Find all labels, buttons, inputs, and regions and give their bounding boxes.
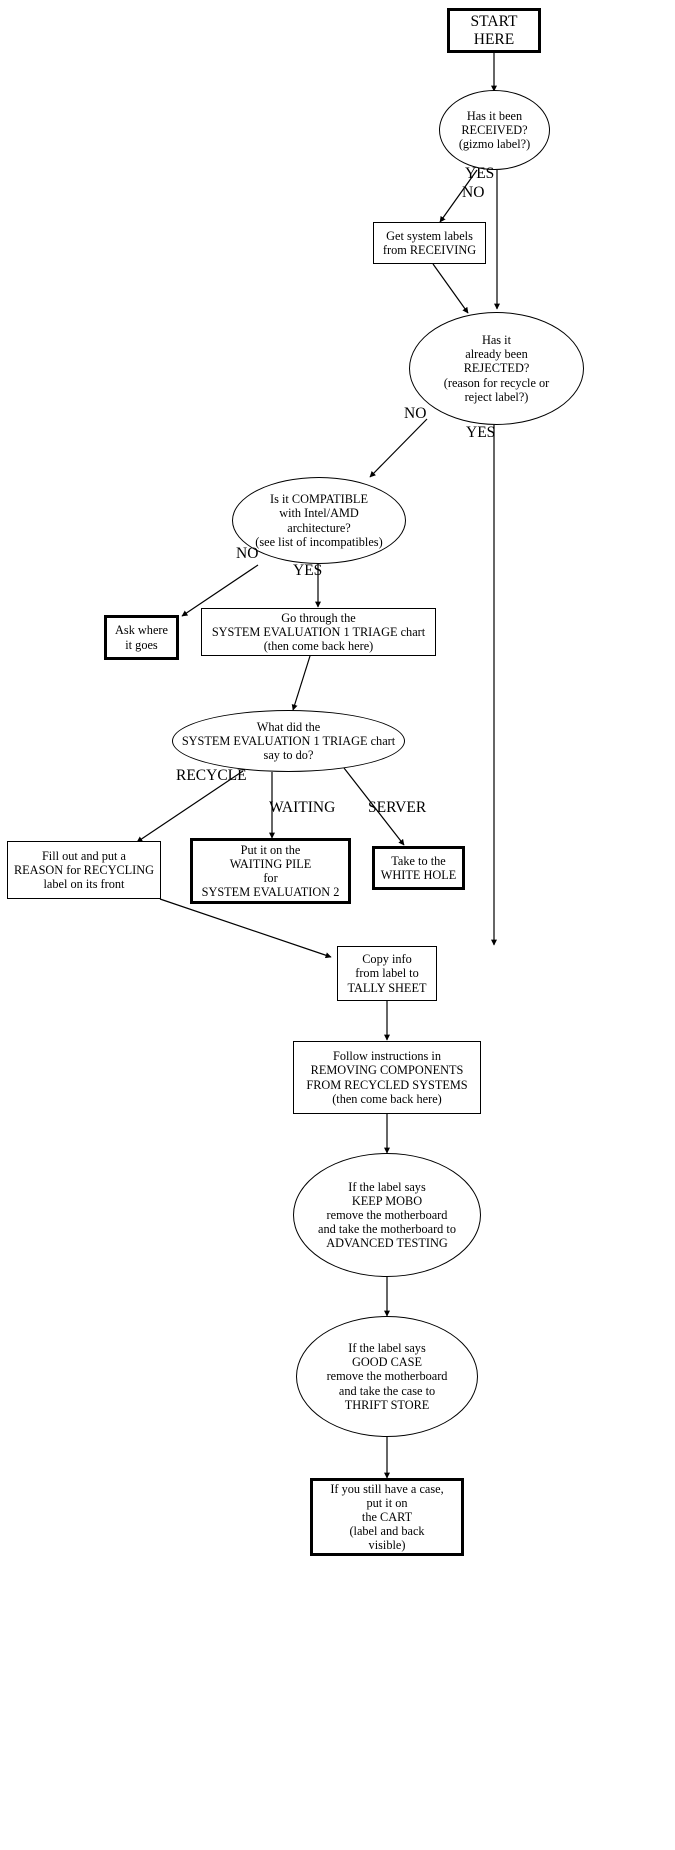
edge-label-triage-server-text: SERVER (368, 799, 427, 816)
edge-label-received-yes: YES (465, 165, 494, 183)
edge-label-triage-recycle: RECYCLE (176, 767, 247, 785)
edge-fillreason-to-copyinfo (159, 898, 332, 959)
edge-label-triage-waiting-text: WAITING (269, 799, 336, 816)
node-what-did-triage-say[interactable]: What did the SYSTEM EVALUATION 1 TRIAGE … (172, 710, 405, 772)
node-keep-mobo[interactable]: If the label says KEEP MOBO remove the m… (293, 1153, 481, 1277)
node-is-it-compatible[interactable]: Is it COMPATIBLE with Intel/AMD architec… (232, 477, 406, 564)
node-fill-out-reason-label-text: Fill out and put a REASON for RECYCLING … (13, 848, 155, 891)
edge-label-triage-server: SERVER (368, 799, 426, 817)
node-copy-info-tally-sheet[interactable]: Copy info from label to TALLY SHEET (337, 946, 437, 1001)
node-waiting-pile[interactable]: Put it on the WAITING PILE for SYSTEM EV… (190, 838, 351, 904)
node-follow-removing-components-label: Follow instructions in REMOVING COMPONEN… (306, 1049, 468, 1106)
node-go-through-triage-label: Go through the SYSTEM EVALUATION 1 TRIAG… (211, 610, 426, 653)
node-has-it-been-received-label: Has it been RECEIVED? (gizmo label?) (458, 108, 531, 151)
node-has-it-been-received[interactable]: Has it been RECEIVED? (gizmo label?) (439, 90, 550, 170)
edge-label-rejected-no: NO (404, 405, 426, 423)
edge-rejected-no (369, 418, 428, 478)
node-cart[interactable]: If you still have a case, put it on the … (310, 1478, 464, 1556)
edge-label-triage-recycle-text: RECYCLE (176, 767, 247, 784)
edge-label-compatible-yes: YES (293, 562, 322, 580)
node-good-case-label: If the label says GOOD CASE remove the m… (326, 1341, 448, 1412)
node-copy-info-tally-sheet-label: Copy info from label to TALLY SHEET (347, 952, 427, 995)
node-start-here-label: START HERE (470, 12, 518, 48)
node-white-hole-label: Take to the WHITE HOLE (380, 853, 457, 882)
node-follow-removing-components[interactable]: Follow instructions in REMOVING COMPONEN… (293, 1041, 481, 1114)
edge-label-rejected-no-text: NO (404, 405, 427, 422)
node-good-case[interactable]: If the label says GOOD CASE remove the m… (296, 1316, 478, 1437)
edge-label-received-no: NO (462, 184, 484, 202)
node-get-system-labels-label: Get system labels from RECEIVING (382, 228, 477, 257)
node-what-did-triage-say-label: What did the SYSTEM EVALUATION 1 TRIAGE … (181, 719, 396, 762)
edge-getlabels-to-rejected (432, 263, 469, 314)
node-cart-label: If you still have a case, put it on the … (330, 1481, 444, 1553)
edge-label-compatible-no-text: NO (236, 545, 259, 562)
node-waiting-pile-label: Put it on the WAITING PILE for SYSTEM EV… (201, 842, 340, 900)
edge-gotriage-to-whatsaid (291, 655, 311, 711)
edge-label-rejected-yes-text: YES (466, 424, 496, 441)
node-start-here[interactable]: START HERE (447, 8, 541, 53)
node-get-system-labels[interactable]: Get system labels from RECEIVING (373, 222, 486, 264)
node-ask-where-it-goes-label: Ask where it goes (115, 623, 168, 652)
node-keep-mobo-label: If the label says KEEP MOBO remove the m… (318, 1179, 456, 1251)
edge-label-received-yes-text: YES (465, 165, 495, 182)
node-has-it-been-rejected[interactable]: Has it already been REJECTED? (reason fo… (409, 312, 584, 425)
node-ask-where-it-goes[interactable]: Ask where it goes (104, 615, 179, 660)
node-fill-out-reason-label[interactable]: Fill out and put a REASON for RECYCLING … (7, 841, 161, 899)
node-has-it-been-rejected-label: Has it already been REJECTED? (reason fo… (443, 333, 550, 404)
edge-label-rejected-yes: YES (466, 424, 495, 442)
edge-label-compatible-yes-text: YES (293, 562, 323, 579)
edge-label-received-no-text: NO (462, 184, 485, 201)
node-white-hole[interactable]: Take to the WHITE HOLE (372, 846, 465, 890)
edge-label-triage-waiting: WAITING (269, 799, 335, 817)
node-go-through-triage[interactable]: Go through the SYSTEM EVALUATION 1 TRIAG… (201, 608, 436, 656)
edge-label-compatible-no: NO (236, 545, 258, 563)
node-is-it-compatible-label: Is it COMPATIBLE with Intel/AMD architec… (255, 492, 383, 549)
